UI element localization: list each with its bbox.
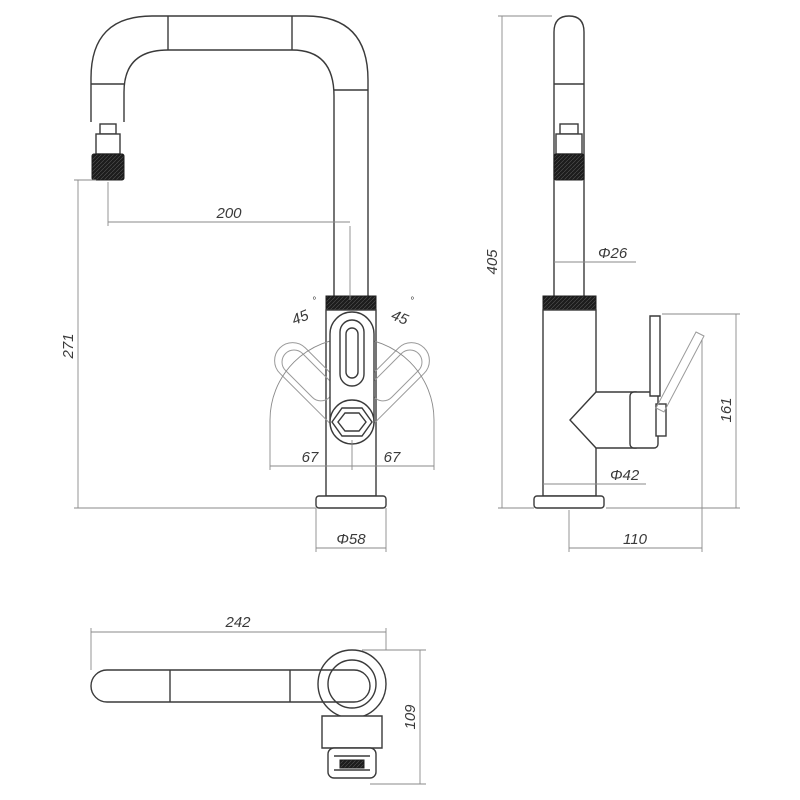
- side-view: 405 Φ26 Φ42 161 110: [484, 15, 740, 552]
- side-lever-ghost: [655, 331, 705, 413]
- top-spout: [90, 669, 371, 703]
- front-view: 200 271 45 ° 45 ° 67 67 Φ58: [60, 15, 435, 552]
- front-aerator-ring: [99, 123, 117, 135]
- side-height-dim: 405: [484, 249, 501, 275]
- top-lever-mount: [321, 715, 383, 749]
- front-height-dim: 271: [60, 333, 77, 359]
- lever-height-dim: 161: [718, 397, 735, 422]
- body-diameter-dim: Φ42: [610, 467, 640, 484]
- spout-diameter-dim: Φ26: [598, 245, 628, 262]
- handle-offset-right-dim: 67: [384, 449, 401, 466]
- angle-left-degree: °: [312, 296, 316, 307]
- top-body-inner: [327, 659, 377, 709]
- side-aerator-tip: [553, 153, 585, 181]
- front-body-band: [325, 295, 377, 311]
- front-spout: [90, 15, 369, 296]
- side-base: [533, 495, 605, 509]
- front-aerator-tip: [91, 153, 125, 181]
- angle-left-dim: 45: [289, 307, 311, 329]
- lever-reach-dim: 110: [623, 531, 648, 548]
- top-depth-dim: 109: [402, 704, 419, 730]
- side-body-band: [542, 295, 597, 311]
- front-reach-dim: 200: [215, 205, 242, 222]
- angle-right-dim: 45: [389, 307, 411, 329]
- front-base: [315, 495, 387, 509]
- side-lever-mount: [569, 391, 637, 449]
- front-hex-nut: [331, 407, 373, 437]
- top-view: 242 109: [90, 614, 426, 785]
- angle-right-degree: °: [410, 296, 414, 307]
- base-diameter-dim: Φ58: [336, 531, 366, 548]
- side-spout: [553, 15, 585, 296]
- handle-offset-left-dim: 67: [302, 449, 319, 466]
- side-lever-plate: [649, 315, 661, 397]
- top-length-dim: 242: [224, 614, 251, 631]
- front-aerator-neck: [95, 133, 121, 155]
